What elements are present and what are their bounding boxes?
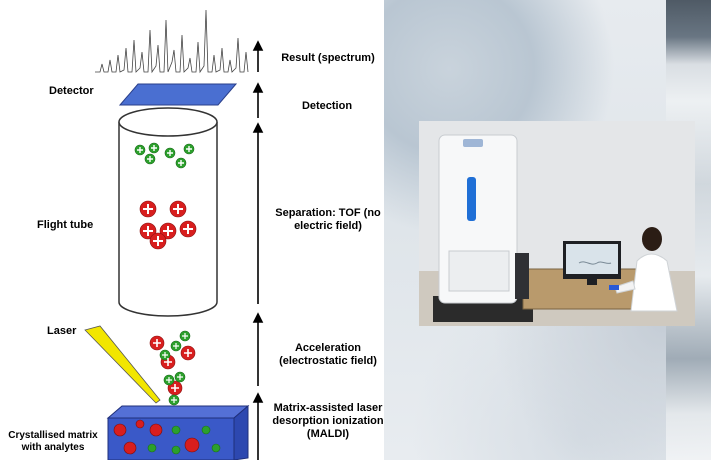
- matrix-label: Crystallised matrix with analytes: [8, 430, 98, 453]
- diagram-svg: [84, 9, 264, 461]
- flight-tube-label: Flight tube: [37, 219, 94, 231]
- laser-beam: [84, 325, 161, 404]
- plus-signs-red: [143, 204, 193, 246]
- detector-label: Detector: [49, 85, 94, 97]
- process-arrows: [252, 40, 264, 460]
- flight-tube-cylinder: [118, 107, 218, 317]
- stage-maldi: Matrix-assisted laser desorption ionizat…: [272, 402, 384, 441]
- stage-acceleration: Acceleration (electrostatic field): [279, 342, 377, 368]
- instrument-photo-svg: [419, 121, 695, 326]
- stage-detection: Detection: [301, 100, 353, 112]
- maldi-tof-instrument-photo: [419, 121, 695, 326]
- laser-label: Laser: [47, 325, 77, 337]
- matrix-block: [106, 404, 250, 461]
- accelerating-ions: [149, 330, 196, 406]
- stage-result: Result (spectrum): [281, 52, 375, 64]
- stage-separation: Separation: TOF (no electric field): [275, 207, 381, 233]
- maldi-tof-diagram: Detector Flight tube Laser Crystallised …: [8, 9, 384, 461]
- spectrum-trace: [95, 9, 249, 74]
- detector-plate: [118, 83, 238, 106]
- plus-signs-green: [137, 145, 192, 166]
